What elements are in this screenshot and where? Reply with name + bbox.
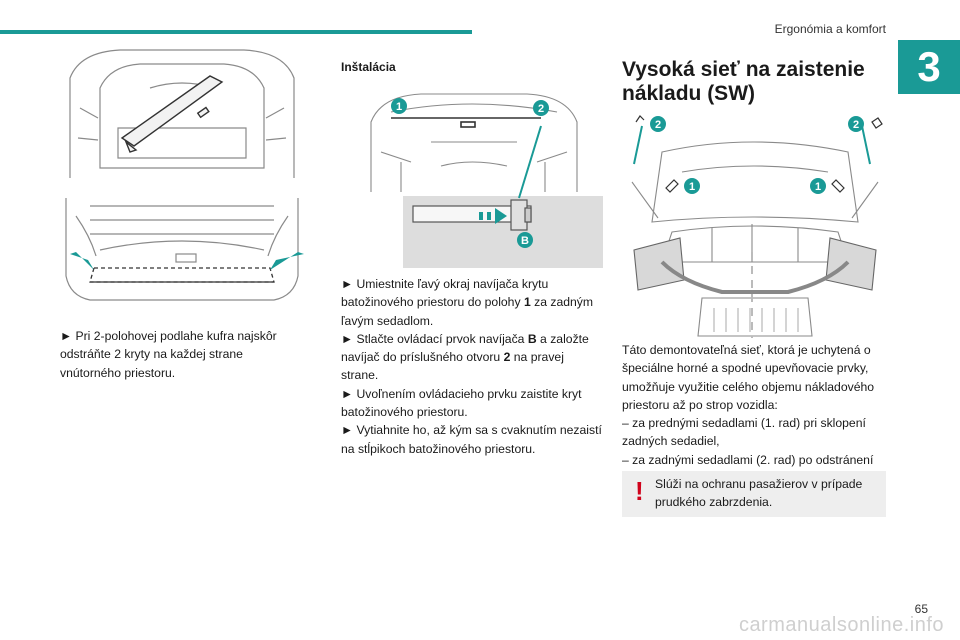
callout-2-left: 2	[655, 119, 661, 131]
callout-2-right: 2	[853, 119, 859, 131]
col3-description-text: Táto demontovateľná sieť, ktorá je uchyt…	[622, 341, 888, 487]
step-2: ► Stlačte ovládací prvok navíjača B a za…	[341, 331, 589, 383]
step-4: ► Vytiahnite ho, až kým sa s cvaknutím n…	[341, 423, 602, 456]
warning-text: Slúži na ochranu pasažierov v prípade pr…	[655, 477, 863, 509]
installation-subheading: Inštalácia	[341, 60, 396, 74]
step-1: ► Umiestnite ľavý okraj navíjača krytu b…	[341, 277, 594, 328]
trunk-floor-covers-illustration	[65, 198, 304, 301]
col1-instruction-text: ► Pri 2-polohovej podlahe kufra najskôr …	[60, 327, 300, 382]
section-title: Vysoká sieť na zaistenie nákladu (SW)	[622, 58, 865, 105]
exclamation-icon: !	[635, 476, 644, 506]
cargo-net-illustration: 2 2 1 1	[631, 115, 883, 338]
header-accent-bar	[0, 30, 472, 34]
page-number: 65	[914, 602, 928, 616]
cargo-net-item-1: – za prednými sedadlami (1. rad) pri skl…	[622, 416, 866, 449]
cover-installation-illustration: 1 2 B	[370, 93, 603, 268]
callout-1-left: 1	[689, 181, 695, 193]
cargo-net-paragraph: Táto demontovateľná sieť, ktorá je uchyt…	[622, 343, 875, 412]
col2-instruction-text: ► Umiestnite ľavý okraj navíjača krytu b…	[341, 275, 603, 458]
warning-box: ! Slúži na ochranu pasažierov v prípade …	[622, 471, 886, 517]
callout-1-right: 1	[815, 181, 821, 193]
step-3: ► Uvoľnením ovládacieho prvku zaistite k…	[341, 386, 582, 420]
callout-1: 1	[396, 101, 402, 113]
section-header-title: Ergonómia a komfort	[774, 22, 886, 36]
callout-b: B	[521, 235, 529, 247]
chapter-number-tab: 3	[898, 40, 960, 94]
watermark: carmanualsonline.info	[738, 614, 944, 636]
col1-paragraph: ► Pri 2-polohovej podlahe kufra najskôr …	[60, 329, 277, 380]
trunk-cover-illustration-top	[69, 49, 295, 178]
callout-2: 2	[538, 103, 544, 115]
